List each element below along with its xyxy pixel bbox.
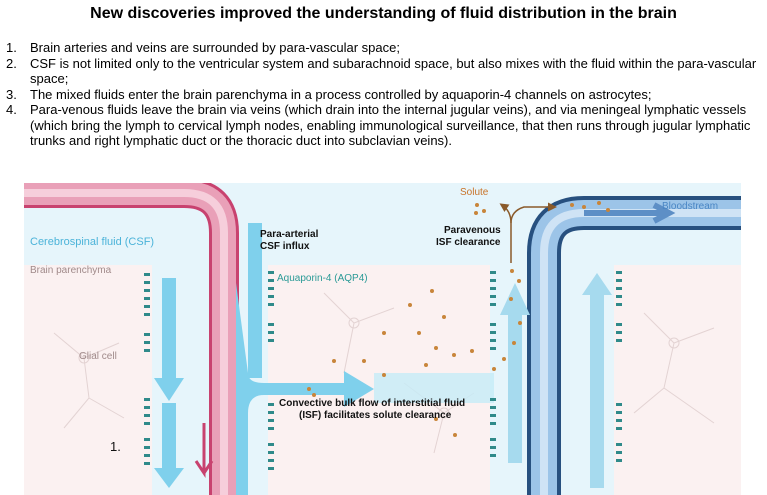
discovery-list: 1. Brain arteries and veins are surrounde… — [0, 40, 767, 149]
list-item: 3. The mixed fluids enter the brain paren… — [0, 87, 767, 103]
csf-label: Cerebrospinal fluid (CSF) — [30, 236, 154, 248]
aqp4-channels — [144, 271, 622, 470]
paravenous-arrows — [500, 273, 612, 488]
list-number: 3. — [6, 86, 17, 102]
list-item: 4. Para-venous fluids leave the brain via… — [0, 102, 767, 149]
list-text: Brain arteries and veins are surrounded … — [30, 40, 400, 55]
solute-label: Solute — [460, 187, 489, 198]
list-item: 1. Brain arteries and veins are surrounde… — [0, 40, 767, 56]
bloodstream-arrow — [584, 202, 676, 224]
page-title: New discoveries improved the understandi… — [90, 5, 677, 22]
glial-cells — [53, 292, 715, 454]
list-text: CSF is not limited only to the ventricul… — [30, 55, 757, 87]
paravenous-label-2: ISF clearance — [436, 237, 501, 248]
solute-particles — [307, 201, 610, 437]
list-number: 2. — [6, 55, 17, 71]
convective-label-2: (ISF) facilitates solute clearance — [299, 410, 452, 421]
glymphatic-diagram: Cerebrospinal fluid (CSF) Brain parenchy… — [24, 183, 741, 495]
bloodstream-label: Bloodstream — [662, 201, 718, 212]
parenchyma-panel-right — [614, 265, 741, 495]
parenchyma-panel-left — [24, 265, 152, 495]
list-number: 1. — [6, 40, 17, 55]
list-text: Para-venous fluids leave the brain via v… — [30, 102, 751, 148]
paravenous-label-1: Paravenous — [444, 225, 501, 236]
solute-exit-arrows — [499, 202, 557, 263]
vein — [527, 196, 741, 495]
glial-cell-label: Glial cell — [79, 351, 117, 362]
parenchyma-label: Brain parenchyma — [30, 265, 112, 276]
figure-marker: 1. — [110, 439, 121, 454]
list-item: 2. CSF is not limited only to the ventric… — [0, 56, 767, 87]
list-text: The mixed fluids enter the brain parench… — [30, 86, 652, 102]
aqp4-label: Aquaporin-4 (AQP4) — [277, 273, 368, 284]
convective-label-1: Convective bulk flow of interstitial flu… — [279, 398, 465, 409]
list-number: 4. — [6, 102, 17, 117]
para-arterial-label-1: Para-arterial — [260, 229, 319, 240]
artery-flow-arrow — [194, 423, 214, 478]
para-arterial-label-2: CSF influx — [260, 241, 310, 252]
convective-flow-arrow — [374, 373, 494, 403]
csf-flow-arrows — [154, 223, 374, 495]
artery — [24, 183, 239, 495]
